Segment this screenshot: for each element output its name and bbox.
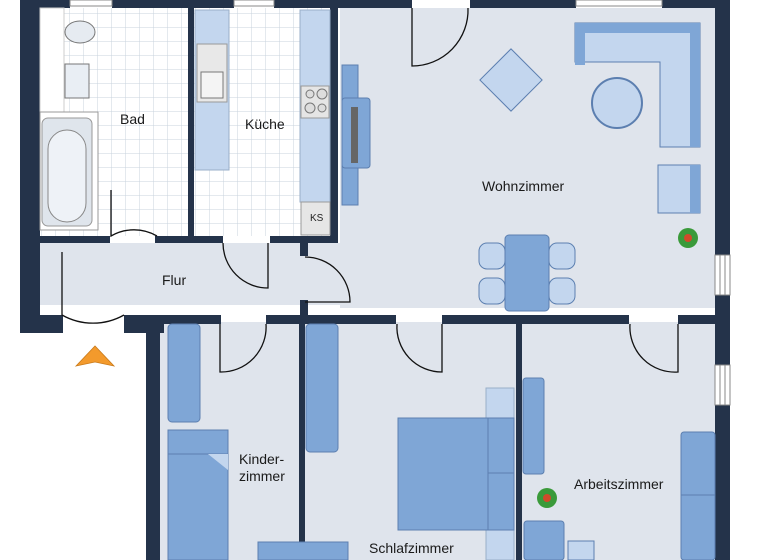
- fridge-label: KS: [310, 213, 324, 224]
- schlafzimmer-furniture: [305, 323, 515, 560]
- windows: [69, 0, 731, 406]
- room-label-schlafzimmer: Schlafzimmer: [369, 540, 454, 556]
- dining-table-icon: [504, 234, 550, 312]
- bathroom-fixtures: [39, 7, 99, 231]
- room-label-arbeitszimmer: Arbeitszimmer: [574, 476, 664, 492]
- room-label-kinderzimmer-2: zimmer: [239, 468, 285, 484]
- room-label-flur: Flur: [162, 272, 187, 288]
- living-furniture: [341, 22, 701, 312]
- kinderzimmer-furniture: [167, 323, 349, 560]
- arbeitszimmer-furniture: [522, 377, 716, 560]
- room-label-kueche: Küche: [245, 116, 285, 132]
- bad-door: [110, 190, 158, 238]
- room-label-kinderzimmer-1: Kinder-: [239, 451, 285, 467]
- desk-icon: [523, 520, 565, 560]
- coffee-table-icon: [591, 77, 643, 129]
- toilet-icon: [64, 20, 96, 44]
- desk-icon: [257, 541, 349, 560]
- room-label-wohnzimmer: Wohnzimmer: [482, 178, 565, 194]
- doors: [61, 7, 679, 373]
- bookshelf-icon: [522, 377, 545, 475]
- entrance-arrow-icon: [74, 345, 116, 367]
- room-label-bad: Bad: [120, 111, 145, 127]
- wardrobe-icon: [167, 323, 201, 423]
- kitchen-fixtures: [194, 9, 331, 236]
- armchair-icon: [479, 48, 543, 112]
- fridge-icon: [300, 201, 331, 236]
- sofa-icon: [680, 431, 716, 560]
- flur-floor: [40, 243, 340, 305]
- sink-icon: [64, 63, 90, 99]
- walls: [20, 0, 730, 560]
- wardrobe-icon: [305, 323, 339, 453]
